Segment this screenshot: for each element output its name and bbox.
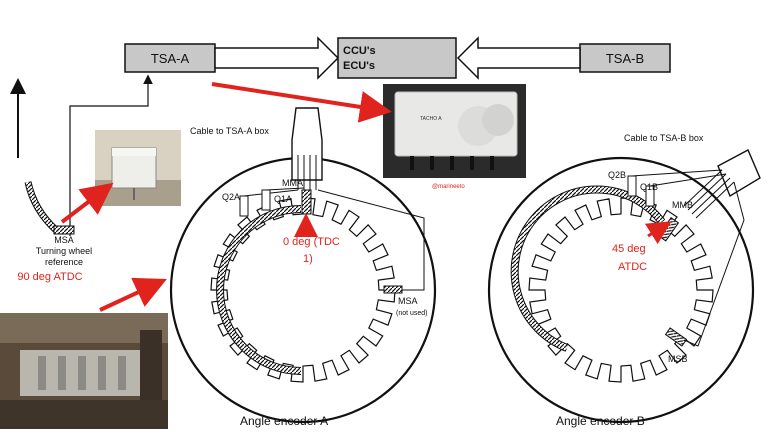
sensor-q1b xyxy=(645,173,727,207)
msa-label: MSA xyxy=(398,296,418,306)
cable-to-tsa-b-label: Cable to TSA-B box xyxy=(624,133,704,143)
sensor-q2a xyxy=(239,189,299,217)
q2b-label: Q2B xyxy=(608,170,626,180)
q1b-label: Q1B xyxy=(640,182,658,192)
turning-wheel-label: Turning wheel xyxy=(36,246,92,256)
turning-wheel-reference-label: reference xyxy=(45,257,83,267)
msb-label: MSB xyxy=(668,354,688,364)
sensor-q2b xyxy=(627,169,723,197)
encoder-b-angle: 45 deg xyxy=(612,243,646,255)
encoder-b-angle-suffix: ATDC xyxy=(618,261,647,273)
ccu-box: CCU's ECU's xyxy=(337,37,457,79)
cable-to-tsa-a xyxy=(291,107,323,190)
sensor-q1a xyxy=(261,187,305,211)
encoder-b xyxy=(487,156,755,424)
encoder-a-gear xyxy=(210,197,396,383)
ecu-label: ECU's xyxy=(343,60,375,72)
encoder-b-caption: Angle encoder B xyxy=(556,414,645,428)
machinery-photo xyxy=(0,313,168,429)
tsa-b-label: TSA-B xyxy=(606,51,644,66)
encoder-a xyxy=(169,156,437,424)
q2a-label: Q2A xyxy=(222,192,240,202)
mma-label: MMA xyxy=(282,178,303,188)
mmb-label: MMB xyxy=(672,200,693,210)
sensor-mma xyxy=(301,189,312,215)
ccu-label: CCU's xyxy=(343,45,376,57)
encoder-a-angle: 0 deg (TDC xyxy=(283,236,340,248)
msa-not-used-label: (not used) xyxy=(396,310,428,317)
encoder-b-marker-arrow xyxy=(644,221,672,245)
tsa-a-box: TSA-A xyxy=(124,43,216,73)
msa-signal-line xyxy=(69,74,153,236)
turning-wheel-msa-label: MSA xyxy=(54,235,74,245)
red-arrow-to-tacho xyxy=(211,82,392,123)
red-arrow-to-encoder xyxy=(99,277,167,312)
encoder-a-angle-suffix: 1) xyxy=(303,253,313,265)
encoder-a-caption: Angle encoder A xyxy=(240,414,328,428)
watermark-label: @marineeto xyxy=(432,184,465,190)
q1a-label: Q1A xyxy=(274,194,292,204)
tacho-brand-label: TACHO A xyxy=(420,116,442,122)
junction-box-photo xyxy=(95,130,181,206)
tacho-unit-photo: TACHO A xyxy=(383,84,526,178)
cable-to-tsa-a-label: Cable to TSA-A box xyxy=(190,126,269,136)
tsa-a-label: TSA-A xyxy=(151,51,190,66)
arrow-tsa-a-to-ccu xyxy=(214,36,340,80)
arrow-tsa-b-to-ccu xyxy=(456,36,581,80)
tsa-b-box: TSA-B xyxy=(579,43,671,73)
turning-wheel-angle: 90 deg ATDC xyxy=(17,271,82,283)
sensor-msa xyxy=(317,189,425,294)
turning-wheel-sensor xyxy=(24,181,75,235)
sensor-msb xyxy=(664,181,745,347)
red-arrow-to-junction xyxy=(60,182,114,224)
